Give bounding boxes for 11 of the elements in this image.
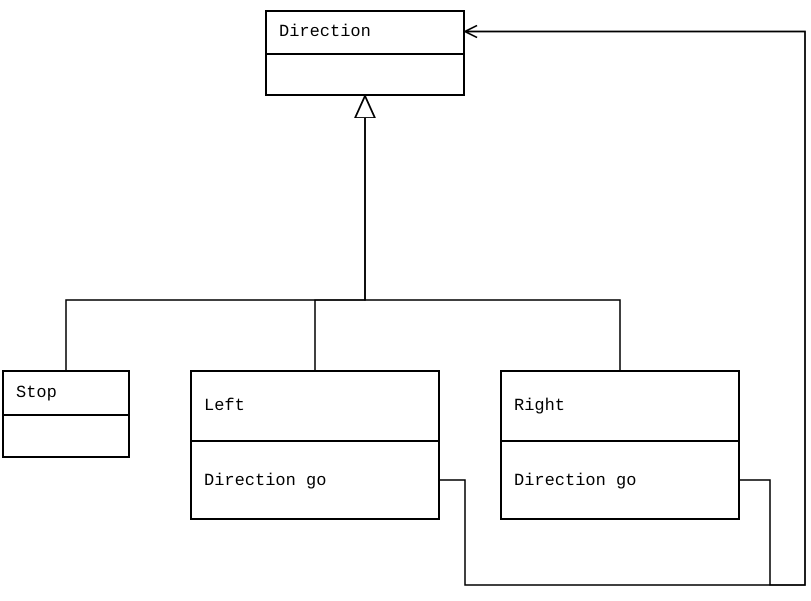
class-box: [2, 370, 130, 458]
class-name: Direction: [279, 23, 371, 42]
class-name: Left: [204, 396, 245, 416]
class-name: Right: [514, 396, 566, 416]
class-attribute: Direction go: [204, 472, 326, 490]
class-box: [500, 370, 740, 520]
class-box: [265, 10, 465, 96]
class-name: Stop: [16, 384, 57, 402]
inheritance-arrow: [354, 95, 621, 370]
class-box: [190, 370, 440, 520]
class-attribute: Direction go: [514, 472, 636, 490]
